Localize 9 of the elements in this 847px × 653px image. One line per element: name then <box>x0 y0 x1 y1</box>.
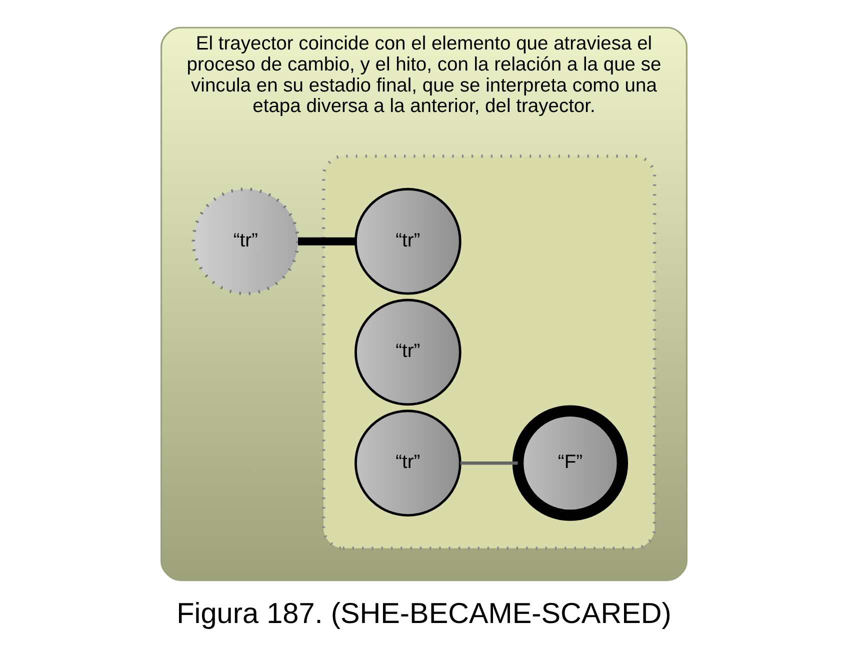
caption: Figura 187. (SHE-BECAME-SCARED) <box>176 598 671 630</box>
connector <box>460 461 518 465</box>
node-circle: “tr” <box>191 188 299 296</box>
node-circle: “F” <box>512 405 628 521</box>
cluster <box>321 154 656 550</box>
node-circle: “tr” <box>354 188 461 295</box>
node-circle: “tr” <box>354 298 461 406</box>
connector <box>298 237 355 246</box>
node-circle: “tr” <box>354 410 461 516</box>
